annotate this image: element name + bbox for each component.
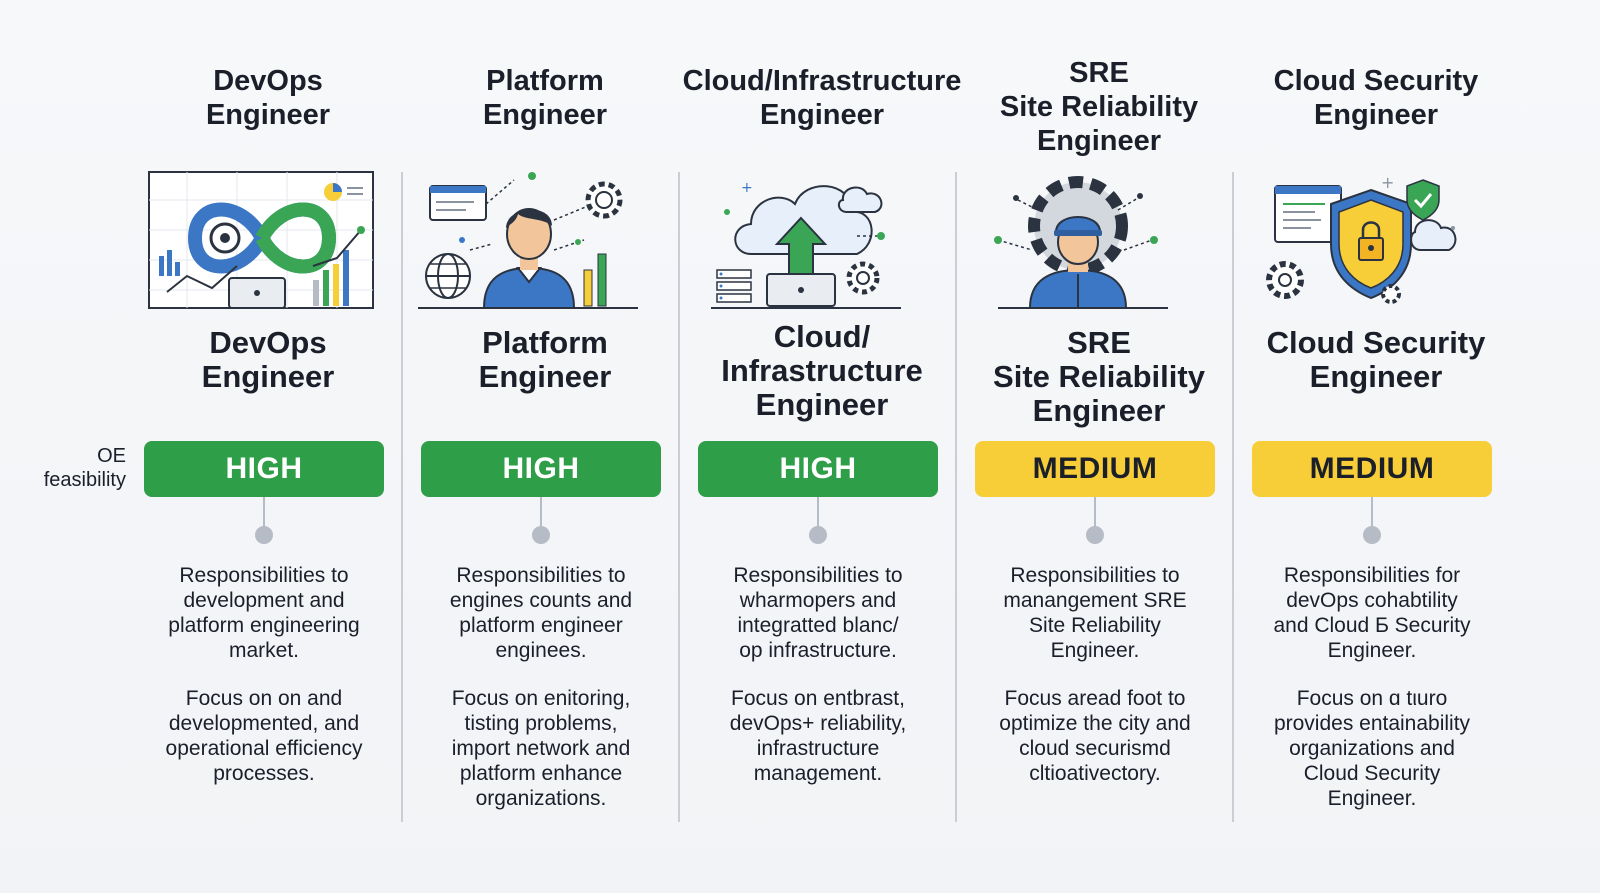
role-title-top: SRE Site Reliability Engineer (999, 57, 1199, 157)
role-title: Platform Engineer (478, 325, 612, 394)
responsibilities-text: Responsibilities to development and plat… (168, 564, 360, 662)
role-column-devops: DevOps Engineer DevOps Engineer HIGH Res… (137, 0, 399, 893)
svg-text:+: + (1381, 173, 1394, 192)
role-title-top: Platform Engineer (482, 65, 608, 131)
connector-line (263, 497, 265, 527)
feasibility-badge-medium: MEDIUM (975, 441, 1215, 497)
column-divider (955, 172, 957, 822)
responsibilities-text: Responsibilities to manangement SRE Site… (1003, 564, 1187, 662)
focus-text: Focus on entbrast, devOps+ reliability, … (729, 687, 907, 785)
connector-line (1371, 497, 1373, 527)
svg-text:+: + (741, 180, 753, 196)
feasibility-badge-high: HIGH (698, 441, 938, 497)
sre-person-gear-icon (994, 176, 1168, 309)
connector-dot (1086, 526, 1104, 544)
platform-engineer-person-icon (418, 172, 638, 309)
role-column-sre: SRE Site Reliability Engineer SRE Site R… (968, 0, 1230, 893)
role-title: SRE Site Reliability Engineer (993, 325, 1205, 428)
connector-dot (809, 526, 827, 544)
connector-dot (1363, 526, 1381, 544)
role-title-top: Cloud Security Engineer (1273, 65, 1479, 131)
role-title: Cloud/ Infrastructure Engineer (721, 319, 923, 422)
column-divider (401, 172, 403, 822)
role-title: DevOps Engineer (201, 325, 335, 394)
feasibility-badge-medium: MEDIUM (1252, 441, 1492, 497)
responsibilities-text: Responsibilities to wharmopers and integ… (733, 564, 903, 662)
focus-text: Focus on enitoring, tisting problems, im… (451, 687, 631, 810)
focus-text: Focus on on and developmented, and opera… (165, 687, 363, 785)
responsibilities-text: Responsibilities to engines counts and p… (449, 564, 633, 662)
cloud-upload-icon: + (711, 180, 901, 309)
role-title: Cloud Security Engineer (1266, 325, 1486, 394)
focus-text: Focus on ɑ tιuro provides entainability … (1273, 687, 1471, 810)
connector-line (817, 497, 819, 527)
feasibility-badge-high: HIGH (144, 441, 384, 497)
focus-text: Focus aread foot to optimize the city an… (999, 687, 1191, 785)
feasibility-row-label: OE feasibility (43, 445, 126, 491)
role-column-cloud-security: Cloud Security Engineer + Cloud Security… (1245, 0, 1507, 893)
column-divider (678, 172, 680, 822)
role-title-top: DevOps Engineer (205, 65, 331, 131)
role-title-top: Cloud/Infrastructure Engineer (682, 65, 962, 131)
security-shield-lock-icon: + (1266, 173, 1457, 304)
role-column-platform: Platform Engineer Platform Engineer HIGH (414, 0, 676, 893)
connector-dot (532, 526, 550, 544)
connector-line (1094, 497, 1096, 527)
role-column-cloud-infrastructure: Cloud/Infrastructure Engineer + Cloud/ I… (683, 0, 962, 893)
connector-dot (255, 526, 273, 544)
devops-infinity-loop-icon (148, 171, 374, 309)
feasibility-badge-high: HIGH (421, 441, 661, 497)
responsibilities-text: Responsibilities for devOps cohabtility … (1273, 564, 1471, 662)
connector-line (540, 497, 542, 527)
column-divider (1232, 172, 1234, 822)
